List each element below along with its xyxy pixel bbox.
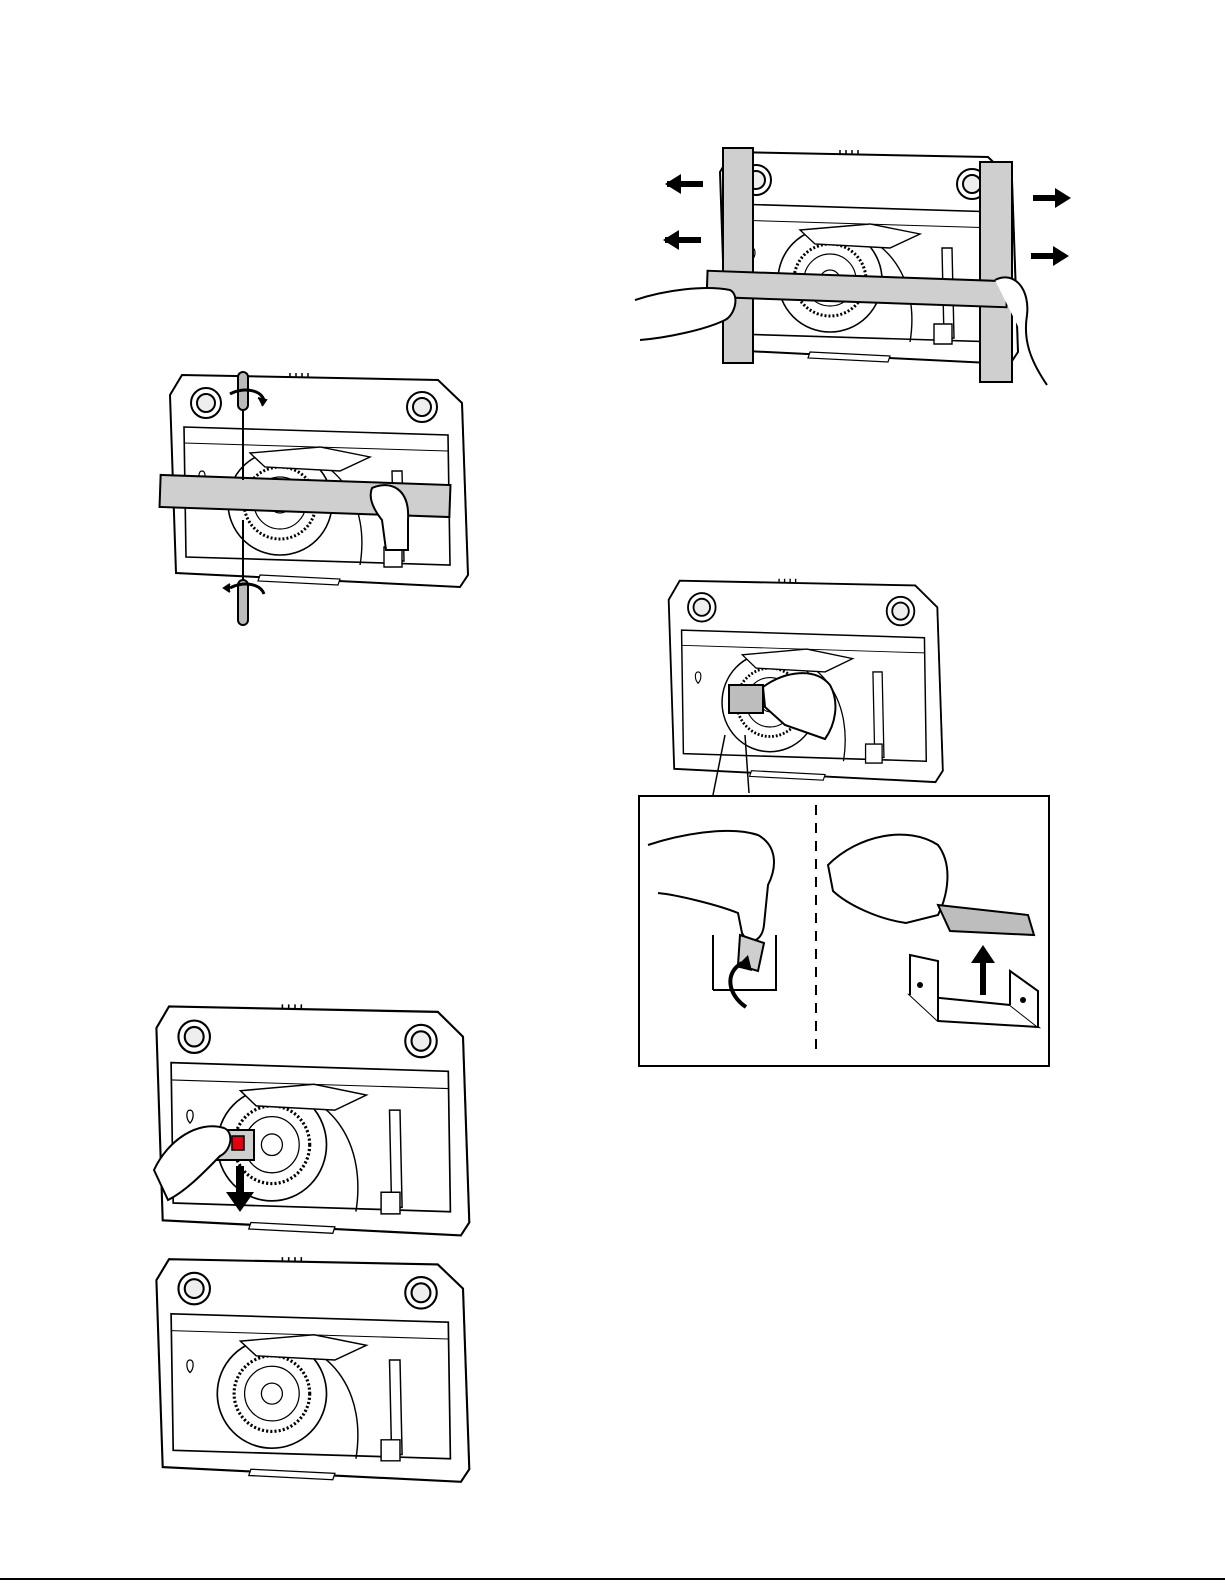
slide-brace-outward-illustration bbox=[635, 140, 1075, 390]
clip-detail-inset-illustration bbox=[638, 795, 1050, 1067]
fig-blower-exposed bbox=[148, 1255, 468, 1485]
fig-detail-inset bbox=[638, 795, 1050, 1067]
blower-exposed-illustration bbox=[148, 1255, 468, 1485]
hand-on-clip-illustration bbox=[665, 575, 945, 805]
screwdriver-removal-illustration bbox=[160, 370, 470, 630]
fig-hand-clip bbox=[665, 575, 945, 805]
remove-blower-clip-illustration bbox=[148, 1000, 468, 1245]
footer-rule bbox=[0, 1578, 1225, 1580]
fig-pull-apart bbox=[635, 140, 1075, 390]
fig-screwdriver-brace bbox=[160, 370, 470, 630]
fig-remove-clip-arrow bbox=[148, 1000, 468, 1245]
